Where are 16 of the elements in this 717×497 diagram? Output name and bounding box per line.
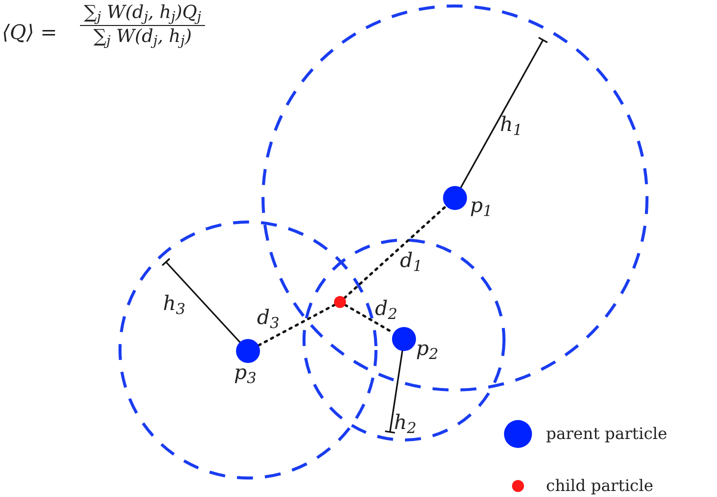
legend-label: child particle [546,475,654,497]
edge-label: d$_{1}$ [399,250,424,270]
formula-numerator: ∑$_{j}$ W(d$_{j}$, h$_{j}$)Q$_{j}$ [83,2,202,24]
formula-denominator: ∑$_{j}$ W(d$_{j}$, h$_{j}$) [92,26,193,48]
distance-line [343,204,448,300]
radius-label: h$_{2}$ [394,412,416,432]
legend-label: parent particle [546,423,668,445]
radius-label: h$_{1}$ [500,114,522,134]
particle-label: p$_{1}$ [470,195,492,215]
particle-label: p$_{3}$ [234,362,256,382]
edge-label: d$_{3}$ [256,307,280,327]
formula-lhs: ⟨Q⟩ = [2,22,58,42]
particle-label: p$_{2}$ [416,338,438,358]
radius-label: h$_{3}$ [163,293,186,313]
distance-line [257,304,336,347]
edge-label: d$_{2}$ [374,298,398,318]
